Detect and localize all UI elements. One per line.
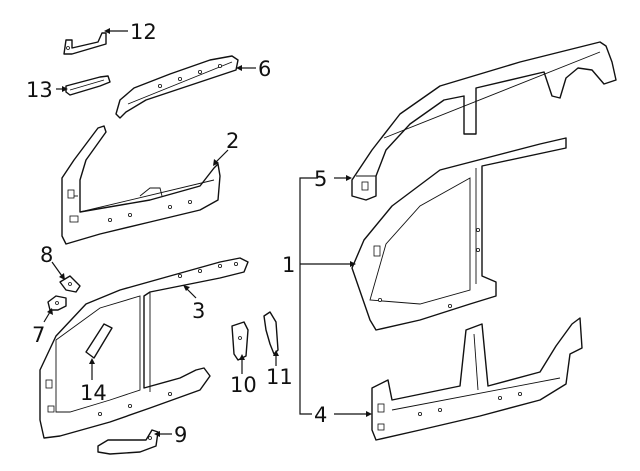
callout-6: 6 xyxy=(258,57,271,81)
callout-7: 7 xyxy=(32,323,45,347)
part-12-bracket xyxy=(63,32,107,55)
part-13-rail xyxy=(65,75,111,96)
part-2-inner-side xyxy=(61,125,221,245)
callout-9: 9 xyxy=(174,423,187,447)
callout-14: 14 xyxy=(80,381,107,405)
part-9-bracket xyxy=(97,429,159,455)
callout-12: 12 xyxy=(130,20,157,44)
leader-lines xyxy=(43,28,372,437)
part-3-outer-side xyxy=(39,257,249,439)
callout-labels: 12 13 6 2 8 7 3 14 10 11 9 5 1 4 xyxy=(26,20,327,447)
part-11-reinforcement xyxy=(263,311,279,355)
callout-5: 5 xyxy=(314,167,327,191)
callout-13: 13 xyxy=(26,78,53,102)
part-5-roof-assembly xyxy=(351,41,617,201)
callout-10: 10 xyxy=(230,373,257,397)
callout-4: 4 xyxy=(314,403,327,427)
part-7-bracket xyxy=(47,295,67,311)
part-4-sill xyxy=(371,317,583,441)
callout-11: 11 xyxy=(266,365,293,389)
callout-3: 3 xyxy=(192,299,205,323)
callout-8: 8 xyxy=(40,243,53,267)
callout-2: 2 xyxy=(226,129,239,153)
part-1-side-frame xyxy=(351,137,567,331)
part-14-reinforcement xyxy=(85,323,113,359)
callout-1: 1 xyxy=(282,253,295,277)
part-10-bracket xyxy=(231,321,249,361)
part-6-roof-rail xyxy=(115,55,239,119)
